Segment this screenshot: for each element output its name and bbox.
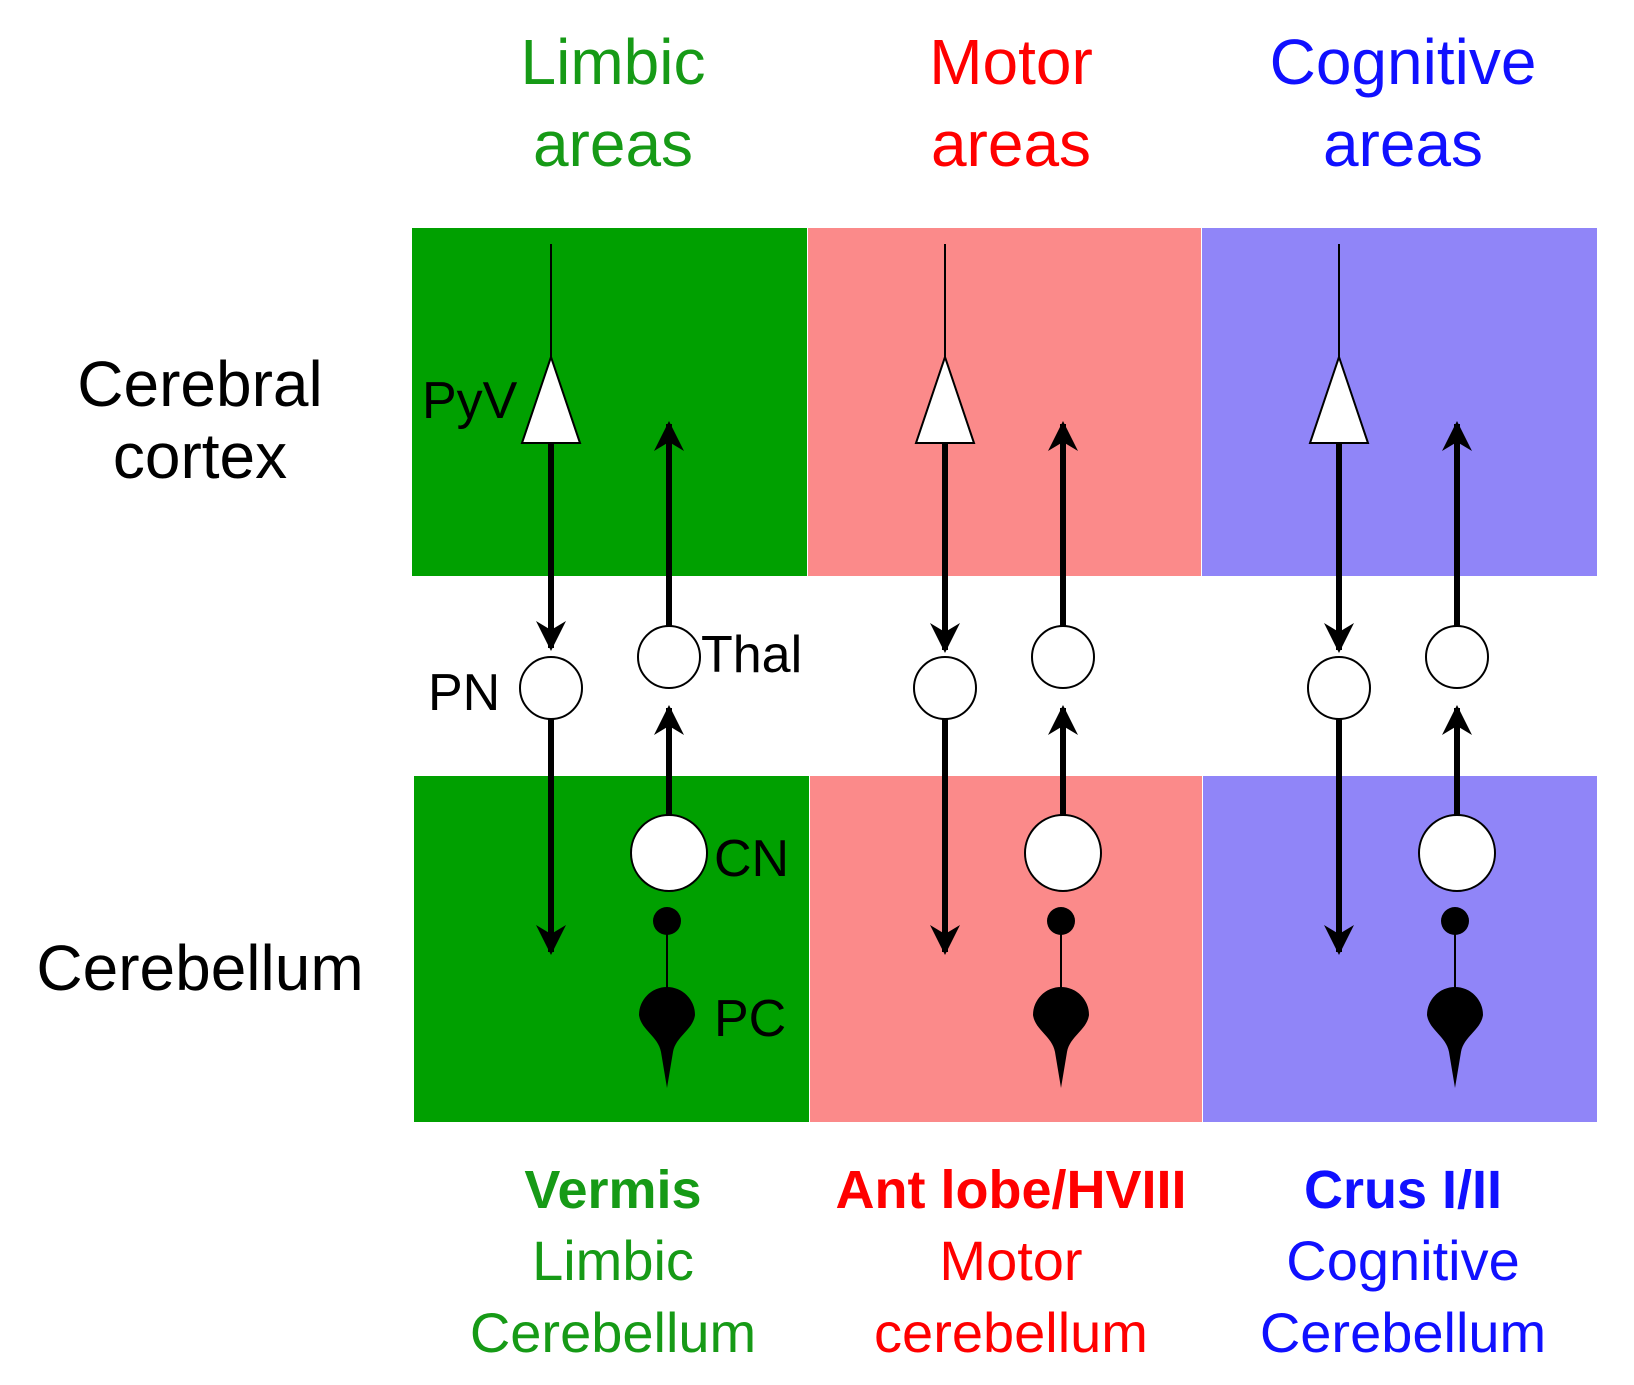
purkinje-label: PC: [714, 990, 786, 1048]
motor-header-line2: areas: [931, 108, 1091, 180]
cognitive-circuit: [1307, 244, 1496, 1088]
pontine-label: PN: [428, 664, 500, 722]
cerebellum-row-label: Cerebellum: [36, 932, 363, 1004]
motor-pontine-nucleus: [913, 656, 977, 720]
cortex-row-label-line2: cortex: [113, 420, 287, 492]
motor-circuit: [913, 244, 1102, 1088]
limbic-header-line1: Limbic: [521, 26, 706, 98]
motor-thalamus-neuron: [1031, 625, 1095, 689]
limbic-header-line2: areas: [533, 108, 693, 180]
limbic-cerebellar-nucleus: [630, 814, 708, 892]
motor-cerebellum-region: [810, 776, 1202, 1122]
cognitive-thalamus-neuron: [1425, 625, 1489, 689]
limbic-bottom-bold: Vermis: [524, 1160, 701, 1220]
thalamus-label: Thal: [701, 626, 802, 684]
limbic-cortex-region: [412, 228, 807, 576]
background-regions: [412, 228, 1597, 1122]
motor-cerebellar-nucleus: [1024, 814, 1102, 892]
motor-bottom-bold: Ant lobe/HVIII: [836, 1160, 1187, 1220]
cognitive-bottom-line3: Cerebellum: [1260, 1301, 1546, 1364]
cognitive-pontine-nucleus: [1307, 656, 1371, 720]
cognitive-header-line1: Cognitive: [1270, 26, 1537, 98]
pyramidal-label: PyV: [422, 372, 518, 430]
limbic-bottom-line2: Limbic: [532, 1229, 694, 1292]
limbic-cerebellum-region: [414, 776, 809, 1122]
limbic-pontine-nucleus: [519, 656, 583, 720]
cerebellar-nuclei-label: CN: [714, 830, 789, 888]
cognitive-cerebellum-region: [1203, 776, 1597, 1122]
motor-cortex-region: [808, 228, 1201, 576]
motor-bottom-line2: Motor: [939, 1229, 1082, 1292]
motor-purkinje-cell: [1033, 987, 1089, 1088]
motor-header-line1: Motor: [929, 26, 1093, 98]
limbic-thalamus-neuron: [637, 625, 701, 689]
cognitive-purkinje-cell: [1427, 987, 1483, 1088]
cortex-row-label-line1: Cerebral: [77, 348, 322, 420]
limbic-bottom-line3: Cerebellum: [470, 1301, 756, 1364]
cognitive-header-line2: areas: [1323, 108, 1483, 180]
motor-bottom-line3: cerebellum: [874, 1301, 1148, 1364]
limbic-circuit: [519, 244, 708, 1088]
cognitive-cortex-region: [1202, 228, 1597, 576]
cognitive-bottom-line2: Cognitive: [1286, 1229, 1519, 1292]
cognitive-cerebellar-nucleus: [1418, 814, 1496, 892]
limbic-purkinje-cell: [639, 987, 695, 1088]
cognitive-bottom-bold: Crus I/II: [1304, 1160, 1502, 1220]
